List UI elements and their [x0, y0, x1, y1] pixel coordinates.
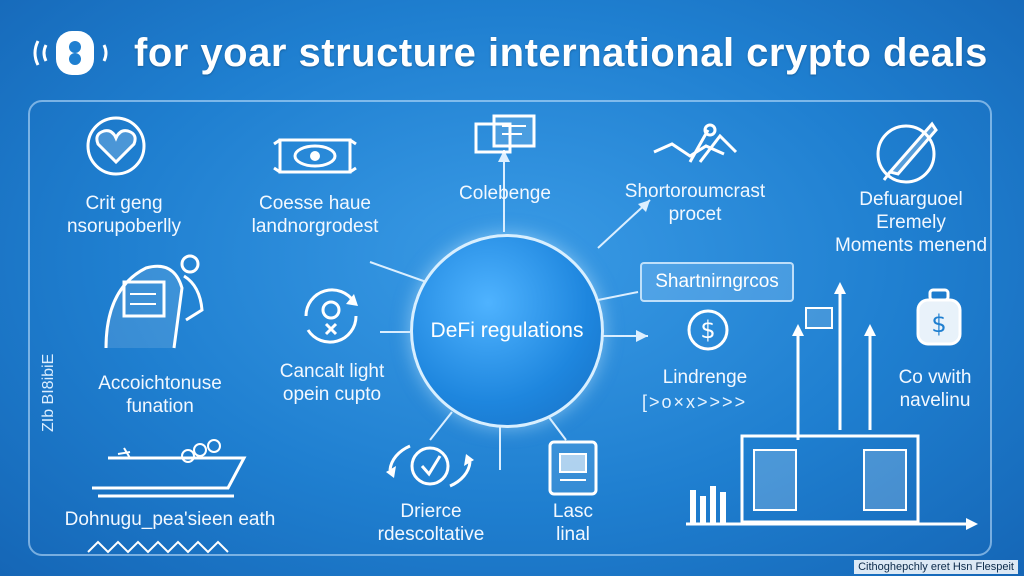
- runner-track-icon: [92, 439, 247, 498]
- node-mid-right-sublabel: [>o×x>>>>: [642, 392, 748, 412]
- svg-text:$: $: [700, 316, 715, 344]
- node-far-right-label: Defuarguoel Eremely Moments menend: [834, 189, 988, 256]
- refresh-cycle-icon: [304, 288, 358, 344]
- heart-shield-icon: [86, 116, 146, 176]
- node-pill: Shartnirngrcos: [640, 262, 794, 302]
- eye-banner-icon: [273, 138, 357, 174]
- wave-decoration-icon: [87, 540, 229, 554]
- person-laptop-icon: [104, 254, 204, 349]
- node-top-center-label: Colebenge: [459, 183, 551, 204]
- footer-credit: Cithoghepchly eret Hsn Flespeit: [854, 560, 1018, 574]
- node-right-money-label: Co vwith navelinu: [898, 367, 972, 411]
- node-bottom-left-label: Dohnugu_pea'sieen eath: [64, 509, 276, 530]
- node-mid-left-label: Accoichtonuse funation: [98, 373, 222, 417]
- svg-text:$: $: [931, 310, 946, 338]
- page-title: for yoar structure international crypto …: [134, 30, 988, 75]
- shield-lock-icon: [33, 31, 108, 75]
- node-top-right-label: Shortoroumcrast procet: [624, 181, 766, 225]
- side-vertical-text: ZIb BI8ibiE: [40, 353, 57, 432]
- check-cycle-icon: [386, 444, 474, 488]
- node-mid-left-inner-label: Cancalt light opein cupto: [279, 361, 385, 405]
- hub-circle: DeFi regulations: [410, 234, 604, 428]
- node-bottom-mid-label: Lasc linal: [552, 501, 594, 545]
- hub-label: DeFi regulations: [430, 319, 584, 342]
- node-top-left-label: Crit geng nsorupoberlly: [66, 193, 182, 237]
- tablet-device-icon: [548, 440, 598, 496]
- handshake-icon: [653, 123, 738, 163]
- node-top-mid-left-label: Coesse haue landnorgrodest: [251, 193, 379, 237]
- money-bag-icon: $: [916, 288, 962, 346]
- quill-icon: [876, 121, 938, 184]
- node-bottom-center-label: Drierce rdescoltative: [377, 501, 485, 545]
- buildings-growth-icon: [686, 282, 978, 530]
- node-mid-right-label: Lindrenge: [662, 367, 748, 388]
- documents-icon: [474, 114, 536, 154]
- dollar-coin-icon: $: [687, 309, 729, 351]
- title-row: for yoar structure international crypto …: [30, 18, 988, 88]
- diagram-frame: [28, 100, 992, 556]
